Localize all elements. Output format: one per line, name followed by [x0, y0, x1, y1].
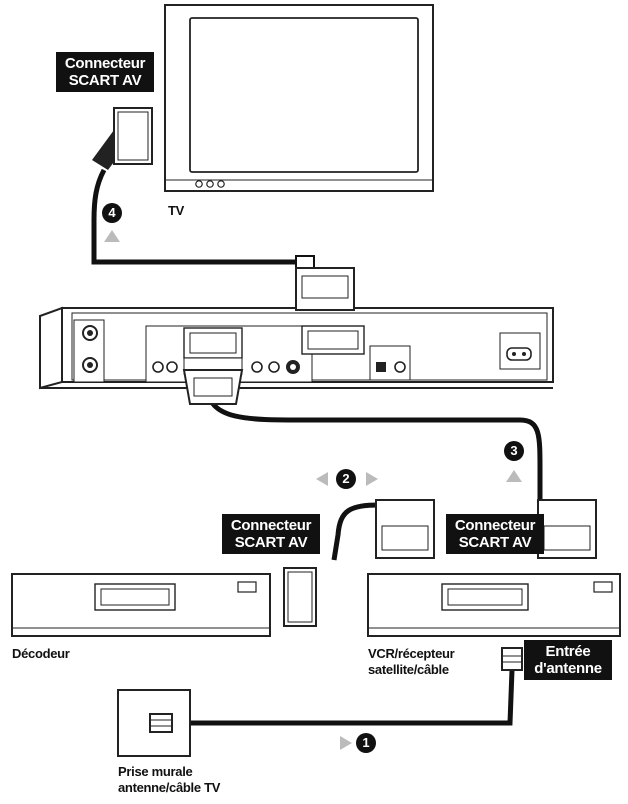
antenna-plug [501, 647, 523, 671]
decoder-unit [11, 573, 271, 637]
scart-plug-recorder-top [295, 267, 355, 311]
up-triangle-icon [104, 230, 120, 242]
tv-set [164, 4, 434, 192]
antenna-cable [176, 669, 515, 726]
label-tv: TV [168, 203, 185, 218]
right-triangle-icon [366, 472, 378, 486]
step-badge-2: 2 [336, 469, 356, 489]
scart-cable-vcr [205, 387, 543, 500]
scart-plug-recorder-bottom [182, 369, 244, 405]
label-decoder: Décodeur [12, 646, 70, 661]
scart-cable-decoder [331, 502, 381, 561]
vcr-unit [367, 573, 621, 637]
step-badge-3: 3 [504, 441, 524, 461]
left-triangle-icon [316, 472, 328, 486]
scart-plug-decoder [283, 567, 317, 627]
step-badge-1: 1 [356, 733, 376, 753]
scart-plug-vcr-right [537, 499, 597, 559]
scart-plug-tv [92, 107, 153, 170]
right-triangle-icon [340, 736, 352, 750]
step-badge-4: 4 [102, 203, 122, 223]
wall-socket [117, 689, 191, 757]
up-triangle-icon [506, 470, 522, 482]
recorder-unit [39, 306, 554, 390]
scart-plug-vcr-left [375, 499, 435, 559]
